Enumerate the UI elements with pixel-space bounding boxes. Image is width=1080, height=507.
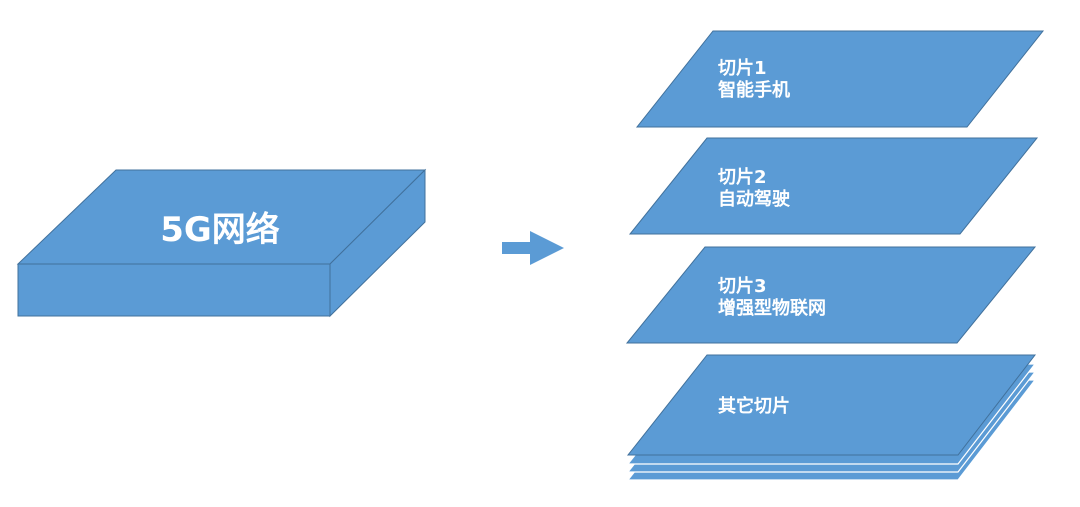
other-slice-layer [626, 354, 1037, 456]
network-box-front [17, 263, 331, 317]
slice-2-subtitle: 自动驾驶 [718, 189, 790, 210]
slice-1-shape [635, 30, 1045, 128]
slice-2-title: 切片2 [718, 167, 767, 188]
network-box-side [329, 168, 426, 318]
slice-1-subtitle: 智能手机 [718, 80, 790, 101]
slice-1-title: 切片1 [718, 58, 767, 79]
network-box [16, 168, 427, 318]
network-label: 5G网络 [160, 210, 280, 250]
slice-2-shape [628, 137, 1039, 235]
slice-3-title: 切片3 [718, 276, 767, 297]
slice-1-label: 切片1 智能手机 [718, 58, 790, 102]
slice-3-label: 切片3 增强型物联网 [718, 276, 826, 320]
slice-3-shape [625, 246, 1037, 344]
slice-3-subtitle: 增强型物联网 [718, 298, 826, 319]
other-slices-label: 其它切片 [718, 396, 790, 417]
right-arrow-icon [502, 231, 564, 265]
slice-2-label: 切片2 自动驾驶 [718, 167, 790, 211]
other-slices-stack [626, 354, 1037, 481]
